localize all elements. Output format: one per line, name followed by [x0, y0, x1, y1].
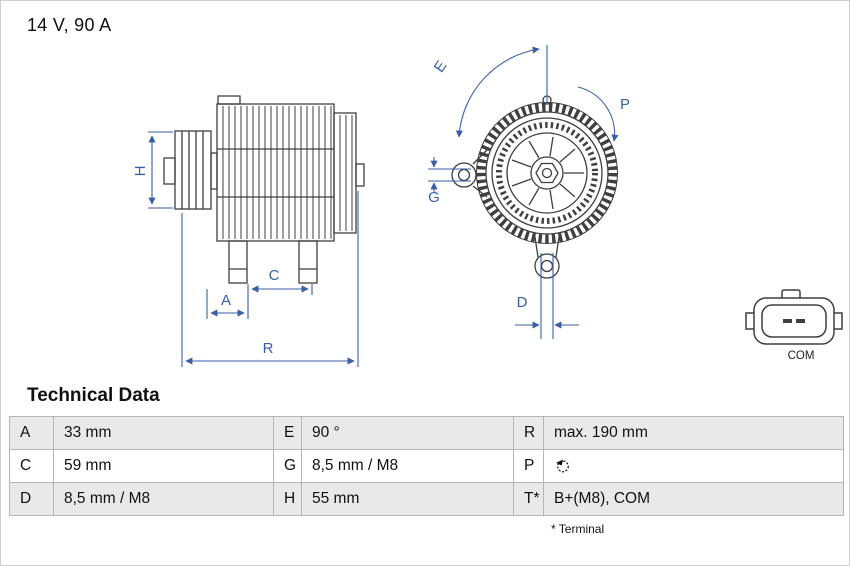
- spec-key: P: [513, 449, 544, 483]
- dim-label-p: P: [620, 96, 630, 113]
- technical-data-table: A 33 mm E 90 ° R max. 190 mm C 59 mm G 8…: [9, 416, 844, 516]
- spec-key: R: [513, 416, 544, 450]
- dim-label-h: H: [132, 166, 149, 177]
- spec-key: A: [9, 416, 54, 450]
- spec-value: 90 °: [301, 416, 514, 450]
- electrical-rating: 14 V, 90 A: [27, 15, 112, 35]
- spec-key: H: [273, 482, 302, 516]
- spec-key: C: [9, 449, 54, 483]
- spec-value: 8,5 mm / M8: [301, 449, 514, 483]
- com-connector-icon: [745, 289, 843, 345]
- dim-label-e: E: [431, 58, 451, 76]
- spec-key: G: [273, 449, 302, 483]
- dimension-labels: H A C R E P G D: [132, 58, 630, 357]
- spec-value-rotation: [543, 449, 844, 483]
- technical-drawing: H A C R E P G D COM: [132, 45, 843, 367]
- dim-label-r: R: [263, 340, 274, 357]
- side-view-drawing: [163, 95, 365, 284]
- table-row: D 8,5 mm / M8 H 55 mm T* B+(M8), COM: [9, 482, 844, 516]
- table-row: A 33 mm E 90 ° R max. 190 mm: [9, 416, 844, 450]
- dim-label-a: A: [221, 292, 231, 309]
- terminal-footnote: * Terminal: [551, 522, 605, 536]
- spec-key: D: [9, 482, 54, 516]
- table-row: C 59 mm G 8,5 mm / M8 P: [9, 449, 844, 483]
- spec-value: 8,5 mm / M8: [53, 482, 274, 516]
- dim-label-c: C: [269, 267, 280, 284]
- dim-label-g: G: [428, 189, 440, 206]
- technical-data-section: Technical Data A 33 mm E 90 ° R max. 190…: [1, 385, 849, 536]
- connector-label: COM: [788, 350, 815, 362]
- front-view-drawing: [451, 95, 618, 279]
- spec-key: T*: [513, 482, 544, 516]
- dim-label-d: D: [517, 294, 528, 311]
- dimension-annotations: [148, 45, 619, 367]
- section-title: Technical Data: [27, 385, 160, 406]
- spec-value: B+(M8), COM: [543, 482, 844, 516]
- spec-value: 55 mm: [301, 482, 514, 516]
- spec-value: 59 mm: [53, 449, 274, 483]
- spec-value: max. 190 mm: [543, 416, 844, 450]
- spec-key: E: [273, 416, 302, 450]
- spec-value: 33 mm: [53, 416, 274, 450]
- rotation-direction-icon: [554, 457, 571, 474]
